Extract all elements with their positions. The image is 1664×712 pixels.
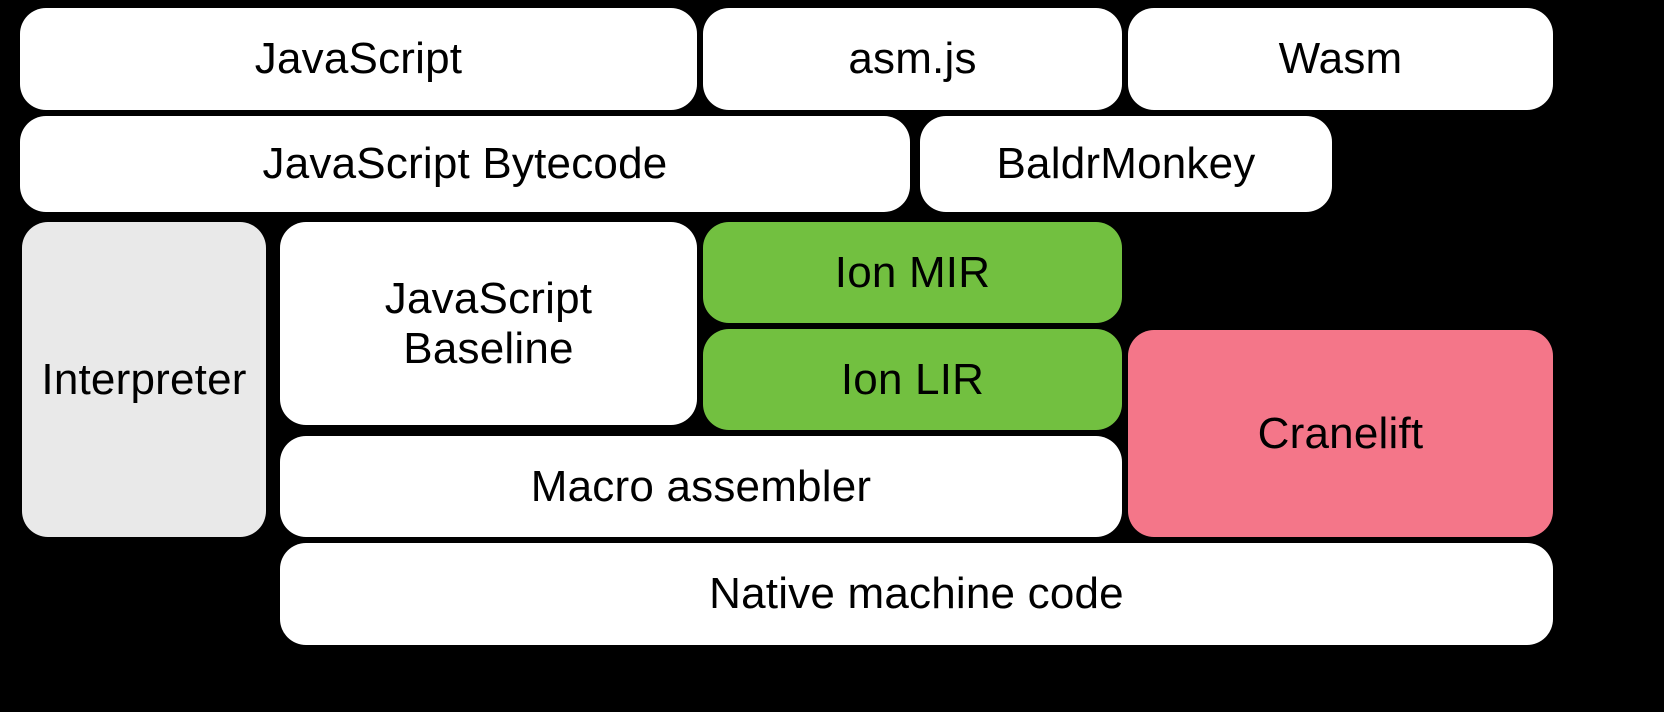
node-javascript-baseline: JavaScript Baseline [280,222,697,425]
node-asmjs: asm.js [703,8,1122,110]
node-javascript-bytecode: JavaScript Bytecode [20,116,910,212]
node-interpreter: Interpreter [22,222,266,537]
node-javascript: JavaScript [20,8,697,110]
node-wasm: Wasm [1128,8,1553,110]
node-macro-assembler: Macro assembler [280,436,1122,537]
node-native-machine-code: Native machine code [280,543,1553,645]
node-ion-mir: Ion MIR [703,222,1122,323]
node-ion-lir: Ion LIR [703,329,1122,430]
node-cranelift: Cranelift [1128,330,1553,537]
node-baldrmonkey: BaldrMonkey [920,116,1332,212]
